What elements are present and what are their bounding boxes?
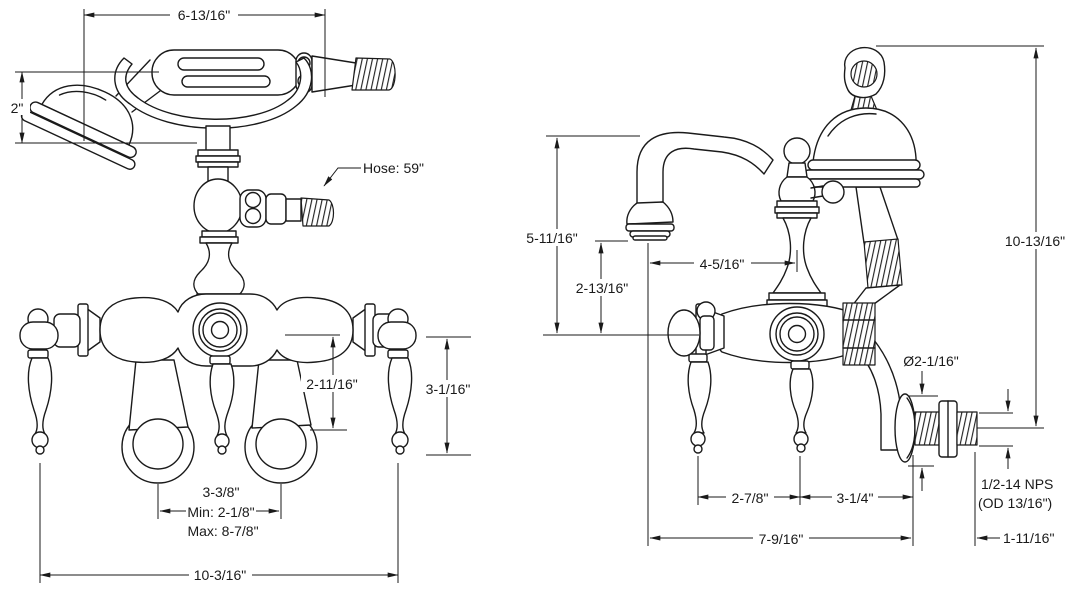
side-view-dimensions: 5-11/16" 2-13/16" 4-5/16" 10-13/16" Ø2-1…	[523, 45, 1070, 547]
side-view-figure: 5-11/16" 2-13/16" 4-5/16" 10-13/16" Ø2-1…	[523, 45, 1070, 547]
hand-shower-handset	[20, 49, 396, 170]
dim-spout-top-height: 5-11/16"	[526, 230, 577, 246]
right-valve	[352, 303, 417, 357]
thread-od-label: (OD 13/16")	[978, 495, 1052, 511]
left-valve	[19, 303, 101, 357]
hose-union-nut	[842, 302, 876, 366]
dim-overall-width: 10-3/16"	[194, 567, 246, 583]
dim-handle-drop: 3-1/16"	[426, 381, 471, 397]
handset-hose-stub	[351, 57, 396, 91]
handset-cradle	[114, 57, 313, 129]
front-view-figure: 6-13/16" 2" Hose: 59" 2-11/16" 3-1/16" 3…	[6, 6, 475, 584]
riser-column	[193, 125, 335, 303]
cradle-pivot-knob	[821, 180, 845, 204]
dim-flange-diameter: Ø2-1/16"	[903, 353, 959, 369]
handset-grip	[151, 49, 301, 96]
dim-handle-to-wall: 3-1/4"	[837, 490, 874, 506]
shower-head	[20, 84, 137, 170]
side-shower-bell	[812, 107, 917, 163]
dim-legs-min: Min: 2-1/8"	[187, 504, 254, 520]
side-spout	[625, 131, 774, 241]
hand-shower-grip	[863, 238, 903, 289]
dim-handle-spacing: 2-7/8"	[732, 490, 769, 506]
side-front-valve	[667, 301, 725, 359]
thread-spec-label: 1/2-14 NPS	[981, 476, 1053, 492]
front-view-dimensions: 6-13/16" 2" Hose: 59" 2-11/16" 3-1/16" 3…	[6, 6, 475, 584]
dim-spout-to-wall-depth: 7-9/16"	[759, 531, 804, 547]
hose-stub	[300, 197, 335, 227]
side-rear-lever	[789, 360, 814, 453]
dim-diverter-handle-drop: 2-11/16"	[306, 376, 357, 392]
handset-hose-cone	[311, 55, 357, 93]
side-diverter	[769, 306, 825, 362]
dim-handset-length: 6-13/16"	[178, 7, 230, 23]
right-lever-handle	[387, 349, 413, 455]
side-front-lever	[687, 353, 712, 454]
dim-legs-center-distance: 3-3/8"	[203, 484, 240, 500]
dim-spout-outlet-height: 2-13/16"	[576, 280, 628, 296]
wall-union-legs	[121, 359, 318, 484]
diverter-valve	[192, 302, 248, 455]
dim-spout-reach: 4-5/16"	[700, 256, 745, 272]
side-hand-shower	[803, 46, 925, 307]
hose-length-note: Hose: 59"	[363, 160, 424, 176]
dim-overall-height: 10-13/16"	[1005, 233, 1065, 249]
left-lever-handle	[27, 349, 53, 455]
wall-mount-nipple	[894, 393, 978, 463]
dim-nipple-protrusion: 1-11/16"	[1003, 530, 1054, 546]
dim-legs-max: Max: 8-7/8"	[187, 523, 258, 539]
dim-head-diameter: 2"	[11, 100, 24, 116]
